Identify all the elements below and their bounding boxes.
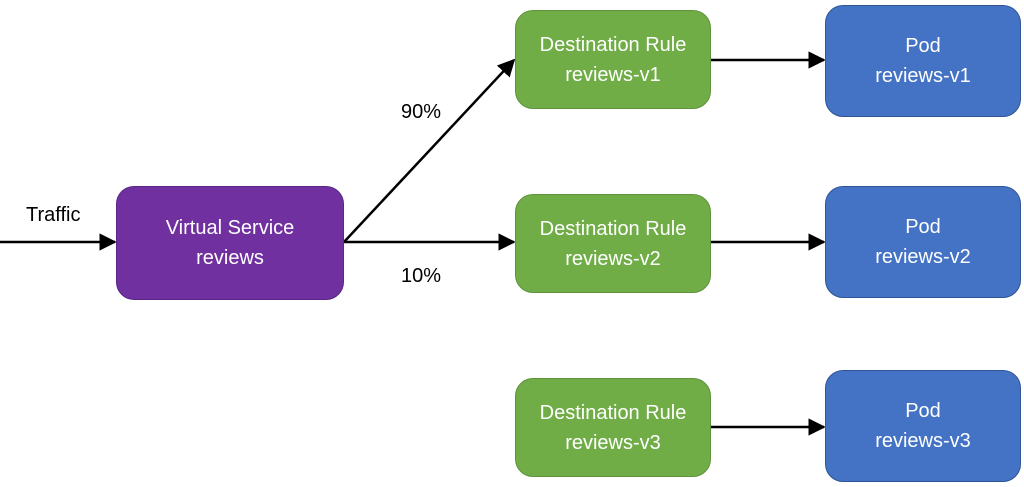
virtual-service-node: Virtual Service reviews — [116, 186, 344, 300]
route-arrow-v1 — [343, 58, 516, 243]
destination-rule-title: Destination Rule — [539, 401, 687, 424]
destination-rule-node-v2: Destination Rule reviews-v2 — [515, 194, 711, 293]
destination-rule-name: reviews-v3 — [565, 431, 661, 454]
pod-node-v1: Pod reviews-v1 — [825, 5, 1021, 117]
destination-rule-name: reviews-v2 — [565, 247, 661, 270]
pod-name: reviews-v3 — [875, 430, 971, 452]
destination-rule-node-v1: Destination Rule reviews-v1 — [515, 10, 711, 109]
virtual-service-name: reviews — [196, 247, 264, 269]
weight-label-v2: 10% — [401, 265, 442, 287]
destination-rule-title: Destination Rule — [539, 217, 687, 240]
pod-name: reviews-v2 — [875, 246, 971, 268]
destination-rule-node-v3: Destination Rule reviews-v3 — [515, 378, 711, 477]
pod-title: Pod — [905, 216, 941, 238]
destination-rule-name: reviews-v1 — [565, 63, 661, 86]
weight-label-v1: 90% — [401, 101, 442, 123]
traffic-label: Traffic — [26, 204, 81, 226]
pod-title: Pod — [905, 400, 941, 422]
pod-node-v3: Pod reviews-v3 — [825, 370, 1021, 482]
pod-title: Pod — [905, 35, 941, 57]
destination-rule-title: Destination Rule — [539, 33, 687, 56]
pod-name: reviews-v1 — [875, 65, 971, 87]
pod-node-v2: Pod reviews-v2 — [825, 186, 1021, 298]
virtual-service-title: Virtual Service — [165, 217, 295, 239]
